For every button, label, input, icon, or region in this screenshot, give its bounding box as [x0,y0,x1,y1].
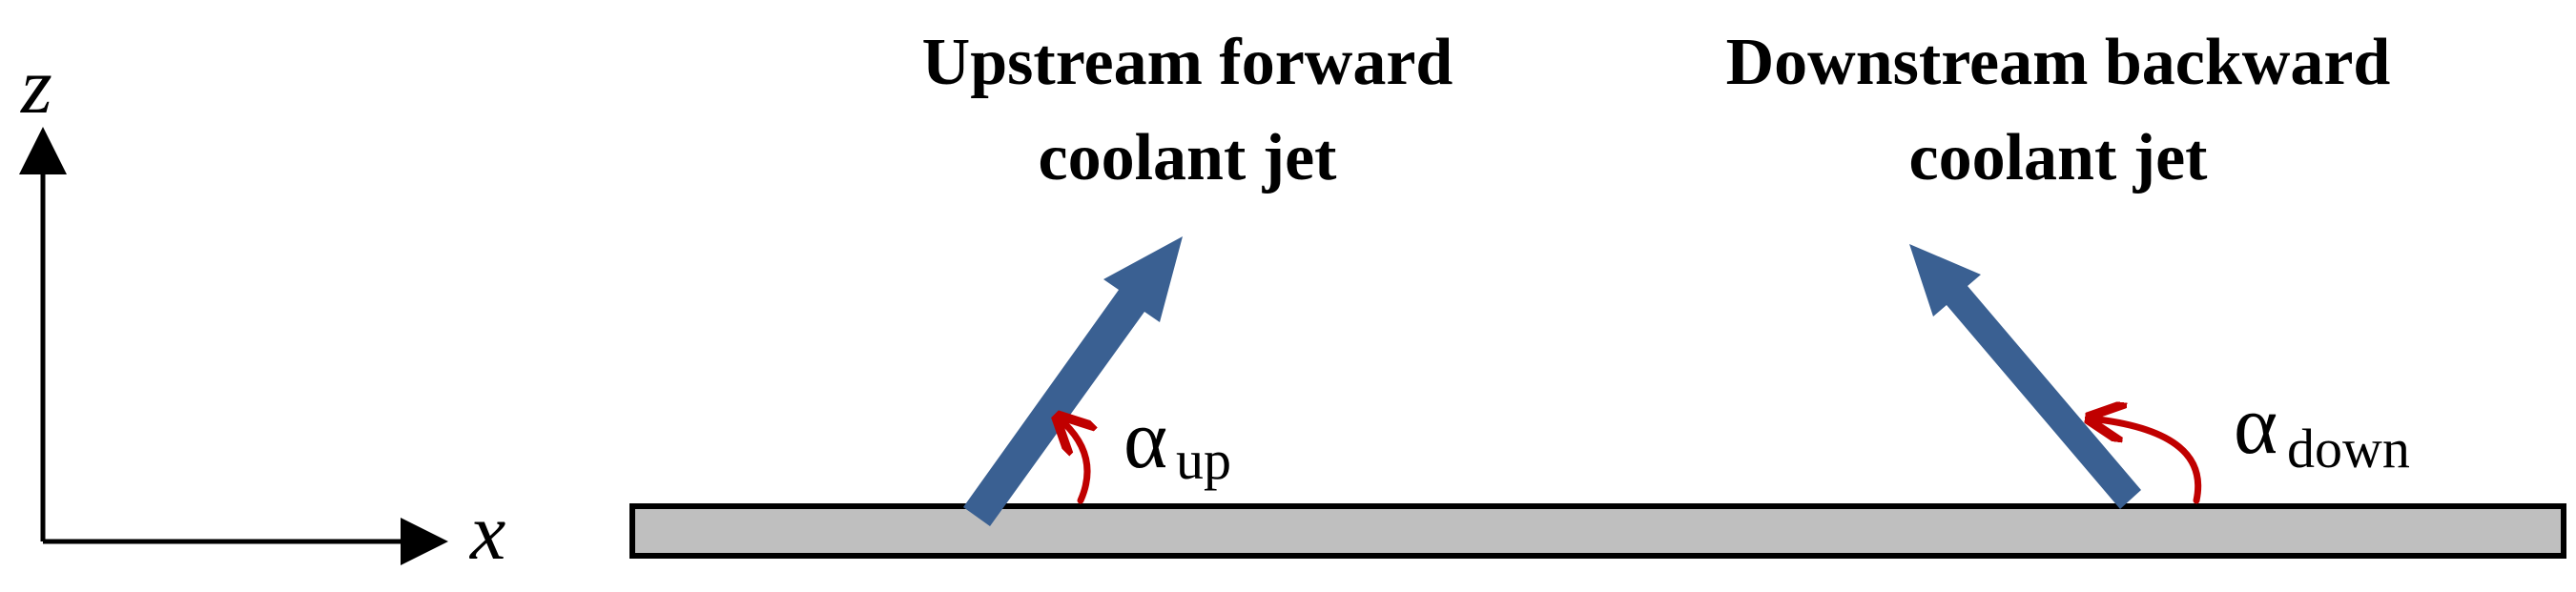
upstream-angle-symbol: α [1123,394,1167,486]
plate-surface [629,503,2566,559]
upstream-jet-arrow [963,236,1183,526]
x-axis-label: x [468,488,505,577]
upstream-angle-arc [1064,423,1087,504]
coordinate-axes: z x [18,42,505,577]
upstream-jet-group: Upstream forward coolant jet α up [922,26,1453,526]
upstream-jet-title-line2: coolant jet [1039,121,1337,194]
z-axis-label: z [20,42,52,131]
downstream-jet-arrow [1909,244,2141,509]
downstream-jet-title-line2: coolant jet [1909,121,2208,194]
downstream-angle-subscript: down [2287,418,2410,480]
upstream-angle-subscript: up [1176,429,1231,491]
downstream-jet-title-line1: Downstream backward [1726,26,2391,99]
downstream-angle-arc [2098,419,2202,504]
downstream-angle-label: α down [2234,379,2410,480]
downstream-angle-symbol: α [2234,379,2277,472]
upstream-angle-label: α up [1123,394,1231,491]
downstream-jet-group: Downstream backward coolant jet α down [1726,26,2410,509]
upstream-jet-title-line1: Upstream forward [922,26,1453,99]
